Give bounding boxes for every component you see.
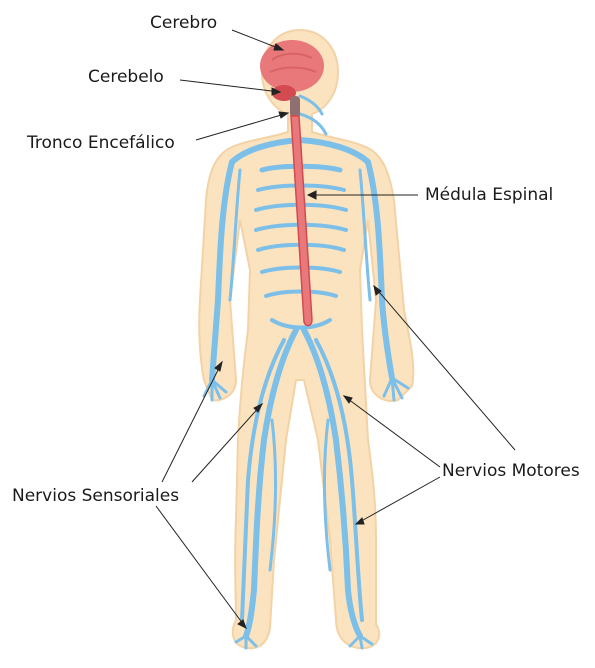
label-tronco-encefalico: Tronco Encefálico <box>27 133 175 153</box>
tronco-shape <box>290 96 300 118</box>
label-cerebelo: Cerebelo <box>88 67 164 87</box>
label-cerebro: Cerebro <box>150 13 217 33</box>
label-medula-espinal: Médula Espinal <box>425 185 553 205</box>
line-sensoriales-foot <box>156 506 246 628</box>
label-nervios-motores: Nervios Motores <box>442 461 580 481</box>
label-nervios-sensoriales: Nervios Sensoriales <box>12 486 179 506</box>
line-sensoriales-hand <box>162 362 222 482</box>
cerebro-shape <box>260 40 324 92</box>
